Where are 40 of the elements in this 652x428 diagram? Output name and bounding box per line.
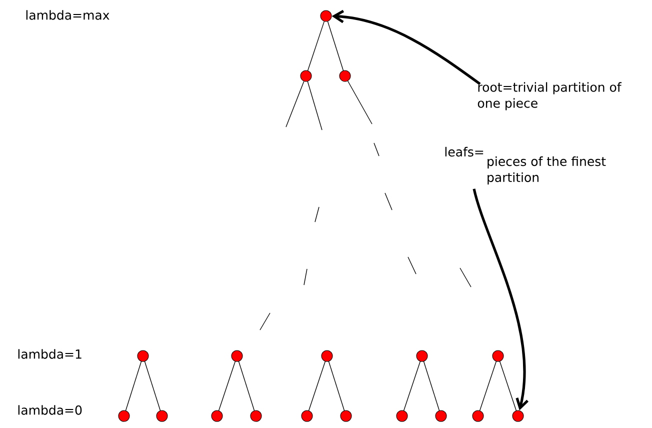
annotation-text: leafs= pieces of the finest partition <box>445 146 606 184</box>
tree-branch <box>218 361 236 411</box>
tree-branch <box>307 21 325 71</box>
tree-node <box>231 350 243 362</box>
annotation-arrow <box>472 188 529 410</box>
tree-node <box>156 410 168 422</box>
tree-node <box>416 350 428 362</box>
level-label: lambda=max <box>26 10 110 20</box>
tree-branch <box>327 21 344 71</box>
tree-branch <box>328 361 345 411</box>
level-label: lambda=1 <box>18 349 82 359</box>
tree-branch <box>403 361 421 411</box>
tree-branch <box>125 361 142 411</box>
tree-node <box>300 70 312 82</box>
tree-node <box>339 70 351 82</box>
tree-node <box>137 350 149 362</box>
tree-node <box>321 350 333 362</box>
tree-branch <box>423 361 440 411</box>
tree-node <box>512 410 524 422</box>
tree-branch <box>238 361 255 411</box>
tree-node <box>492 350 504 362</box>
tree-node <box>301 410 313 422</box>
tree-node <box>340 410 352 422</box>
tree-node <box>250 410 262 422</box>
tree-node <box>396 410 408 422</box>
tree-node <box>435 410 447 422</box>
tree-branch <box>286 81 304 128</box>
level-label: lambda=0 <box>18 405 82 415</box>
tree-node <box>118 410 130 422</box>
tree-node <box>211 410 223 422</box>
tree-branch <box>347 80 372 124</box>
tree-branch <box>308 361 326 411</box>
tree-node <box>472 410 484 422</box>
tree-branch <box>144 361 161 411</box>
tree-branch <box>499 361 517 411</box>
annotation-text: root=trivial partition of one piece <box>478 82 622 110</box>
tree-branch <box>479 361 497 411</box>
tree-branch <box>307 81 322 130</box>
tree-node <box>320 10 332 22</box>
annotation-arrow <box>332 10 481 86</box>
